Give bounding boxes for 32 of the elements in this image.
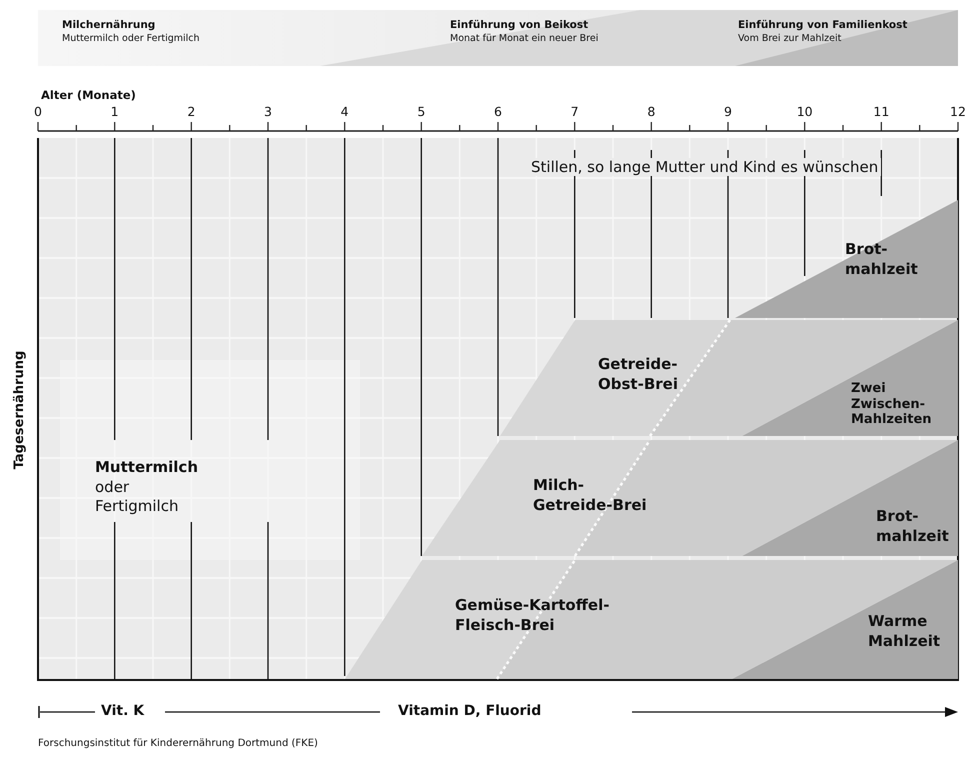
header-text: Monat für Monat ein neuer Brei xyxy=(450,33,598,44)
tick-label: 1 xyxy=(110,104,119,119)
meal-label: Getreide- Obst-Brei xyxy=(598,355,678,394)
meal-label: Milch- Getreide-Brei xyxy=(533,476,647,515)
tick-label: 8 xyxy=(647,104,656,119)
tick-label: 4 xyxy=(340,104,349,119)
meal-label: Gemüse-Kartoffel- Fleisch-Brei xyxy=(455,596,610,635)
tick-label: 3 xyxy=(264,104,272,119)
header-heading: Einführung von Beikost xyxy=(450,19,588,32)
source-note: Forschungsinstitut für Kinderernährung Dortmund (FKE) xyxy=(38,738,318,750)
tick-label: 12 xyxy=(950,104,966,119)
tick-label: 5 xyxy=(417,104,426,119)
tick-label: 7 xyxy=(570,104,579,119)
meal-label: Zwei Zwischen- Mahlzeiten xyxy=(851,381,932,428)
header-text: Muttermilch oder Fertigmilch xyxy=(62,33,200,44)
tick-label: 9 xyxy=(724,104,732,119)
meal-label: Muttermilch xyxy=(95,458,198,478)
tick-label: 2 xyxy=(187,104,196,119)
meal-label: Brot- mahlzeit xyxy=(876,507,949,546)
meal-label: Brot- mahlzeit xyxy=(845,240,918,279)
tick-label: 0 xyxy=(34,104,42,119)
axis-title: Alter (Monate) xyxy=(41,89,136,103)
header-heading: Milchernährung xyxy=(62,19,156,32)
tick-label: 11 xyxy=(873,104,890,119)
header-text: Vom Brei zur Mahlzeit xyxy=(738,33,842,44)
header-heading: Einführung von Familienkost xyxy=(738,19,908,32)
meal-sublabel: oder Fertigmilch xyxy=(95,478,180,516)
timeline-label: Vitamin D, Fluorid xyxy=(398,703,542,720)
tick-label: 6 xyxy=(494,104,502,119)
tick-label: 10 xyxy=(796,104,813,119)
meal-label: Warme Mahlzeit xyxy=(868,612,940,651)
axis-title: Tagesernährung xyxy=(12,350,28,470)
